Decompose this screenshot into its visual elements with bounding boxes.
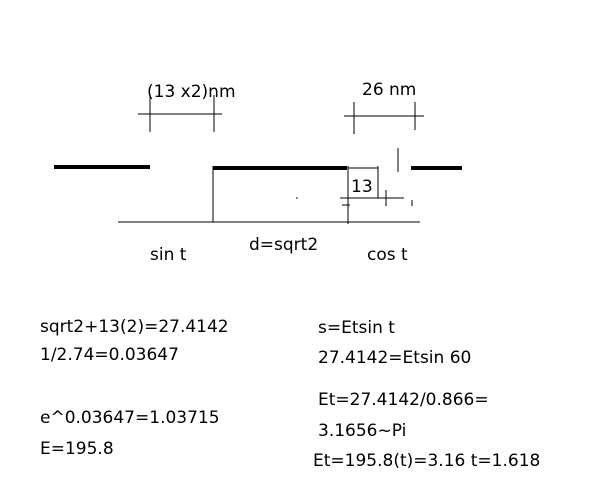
equation-right-2: 27.4142=Etsin 60 <box>318 348 472 368</box>
equation-left-4: E=195.8 <box>40 439 114 459</box>
equation-right-3: Et=27.4142/0.866= <box>318 390 489 410</box>
equation-right-1: s=Etsin t <box>318 318 395 338</box>
equation-left-2: 1/2.74=0.03647 <box>40 345 179 365</box>
equation-left-3: e^0.03647=1.03715 <box>40 408 220 428</box>
dim-left-label: (13 x2)nm <box>147 82 236 102</box>
sin-label: sin t <box>150 245 187 265</box>
dim-right-label: 26 nm <box>362 80 416 100</box>
equation-right-4: 3.1656~Pi <box>318 421 407 441</box>
equation-right-5: Et=195.8(t)=3.16 t=1.618 <box>313 451 541 471</box>
distance-label: d=sqrt2 <box>249 235 318 255</box>
step-height-label: 13 <box>351 177 373 197</box>
cos-label: cos t <box>367 245 408 265</box>
equation-left-1: sqrt2+13(2)=27.4142 <box>40 317 229 337</box>
stray-dot <box>296 197 298 199</box>
